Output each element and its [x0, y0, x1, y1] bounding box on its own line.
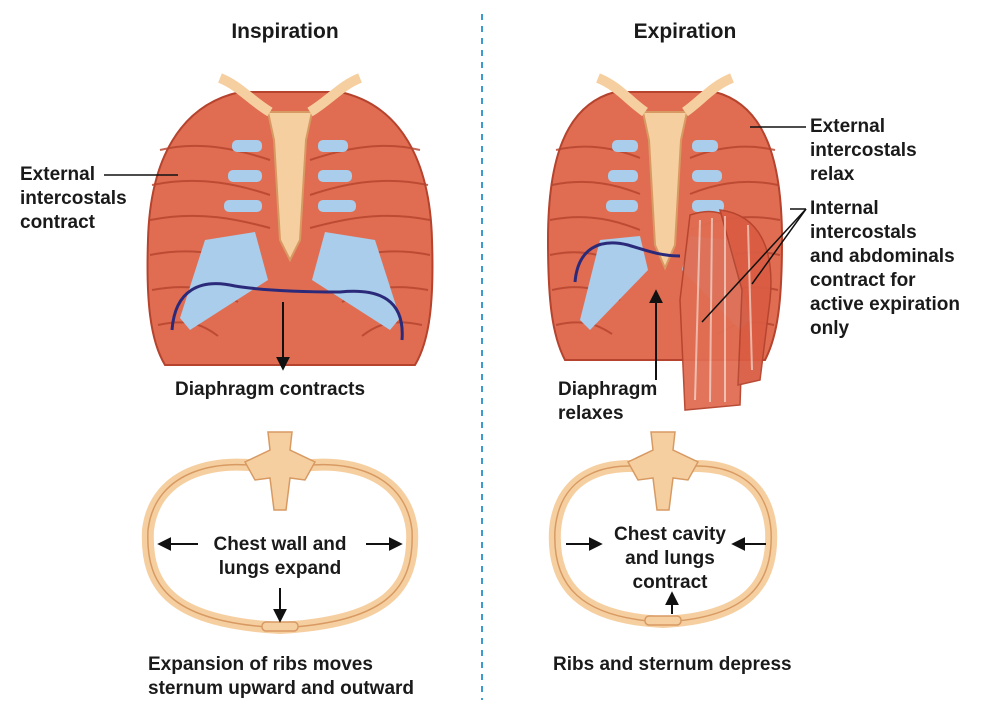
diaphragm-relaxes-label: Diaphragm relaxes	[558, 379, 658, 424]
inspiration-rib-cage	[146, 73, 434, 366]
internal-leader-1	[701, 208, 807, 323]
expiration-caption: Ribs and sternum depress	[553, 654, 792, 675]
external-intercostals-contract-label: External intercostals contract	[20, 164, 127, 233]
external-intercostals-relax-label: External intercostals relax	[810, 116, 917, 185]
inspiration-cross-section	[141, 431, 419, 635]
expiration-cross-section	[548, 431, 778, 629]
internal-intercostals-label: Internal intercostals and abdominals con…	[810, 198, 960, 339]
expiration-title: Expiration	[633, 20, 737, 43]
inspiration-caption: Expansion of ribs moves sternum upward a…	[148, 654, 415, 699]
chest-cavity-contract-label: Chest cavity and lungs contract	[614, 524, 726, 593]
inspiration-title: Inspiration	[231, 20, 339, 43]
abdominal-muscles	[679, 209, 772, 411]
internal-leader-2	[751, 208, 807, 285]
expiration-rib-cage	[546, 73, 784, 411]
chest-wall-expand-label: Chest wall and lungs expand	[213, 534, 347, 579]
diaphragm-contracts-label: Diaphragm contracts	[175, 379, 366, 400]
